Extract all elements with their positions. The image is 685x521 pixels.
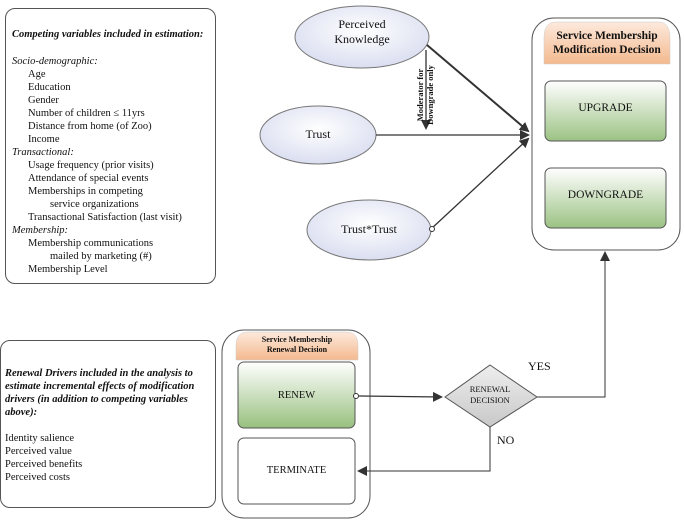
perceived-knowledge-label: Perceived Knowledge [296,17,428,47]
decision-line: RENEWAL [469,384,511,394]
list-item: Attendance of special events [28,173,149,184]
list-item: Usage frequency (prior visits) [28,160,154,171]
moderator-line: Moderator for [415,68,425,122]
modification-title: Service Membership Modification Decision [544,29,670,57]
list-item: Age [28,69,46,80]
perceived-knowledge-line: Knowledge [334,32,390,46]
arrow-trusttrust-to-modification [430,137,530,230]
list-item: Education [28,82,71,93]
arrow-yes-to-modification [537,251,610,398]
renewal-drivers-title-line: drivers (in addition to competing variab… [5,394,188,405]
list-item: Memberships in competing [28,186,143,197]
list-item: Perceived costs [5,472,71,483]
list-item: Distance from home (of Zoo) [28,121,152,132]
renewal-header-shape [235,331,359,361]
decision-line: DECISION [470,395,510,405]
trust-trust-label: Trust*Trust [341,222,397,236]
group-heading-socio: Socio-demographic: [12,56,98,67]
connector-dot [353,393,359,399]
perceived-knowledge-node [294,5,430,69]
no-label: NO [497,433,515,447]
list-item: Identity salience [5,433,75,444]
renewal-title: Service Membership Renewal Decision [236,335,358,355]
upgrade-box [544,80,667,142]
list-item: Membership communications [28,238,154,249]
terminate-box [237,437,356,505]
decision-label: RENEWAL DECISION [450,384,530,406]
renewal-drivers-title-line: above): [5,407,38,418]
modification-title-line: Service Membership [556,30,658,42]
downgrade-box [544,167,667,229]
trust-label: Trust [305,127,331,141]
arrow-renew-to-decision [358,391,443,402]
arrow-knowledge-to-modification [426,44,530,133]
list-item: mailed by marketing (#) [50,251,152,262]
competing-variables-title: Competing variables included in estimati… [12,29,204,40]
yes-label: YES [528,359,551,373]
perceived-knowledge-line: Perceived [338,17,386,31]
downgrade-label: DOWNGRADE [567,189,644,201]
renewal-drivers-title-line: Renewal Drivers included in the analysis… [5,368,193,379]
list-item: Gender [28,95,59,106]
list-item: Transactional Satisfaction (last visit) [28,212,182,223]
modification-title-line: Modification Decision [553,44,661,56]
renewal-drivers-title-line: estimate incremental effects of modifica… [5,381,195,392]
list-item: Income [28,134,60,145]
renewal-title-line: Renewal Decision [266,345,328,354]
list-item: Membership Level [28,264,108,275]
list-item: service organizations [50,199,139,210]
renew-label: RENEW [277,390,316,401]
group-heading-transactional: Transactional: [12,147,74,158]
upgrade-label: UPGRADE [578,102,633,114]
competing-variables-box: Competing variables included in estimati… [5,8,216,284]
moderator-label: Moderator for Downgrade only [415,65,441,125]
list-item: Number of children ≤ 11yrs [28,108,145,119]
list-item: Perceived benefits [5,459,83,470]
moderator-line: Downgrade only [425,65,435,125]
list-item: Perceived value [5,446,72,457]
connector-dot [429,226,435,232]
renewal-title-line: Service Membership [261,335,333,344]
group-heading-membership: Membership: [12,225,68,236]
arrow-no-to-terminate [357,427,491,476]
terminate-label: TERMINATE [266,465,327,476]
modification-header-shape [543,21,671,65]
renewal-drivers-box: Renewal Drivers included in the analysis… [0,340,216,508]
